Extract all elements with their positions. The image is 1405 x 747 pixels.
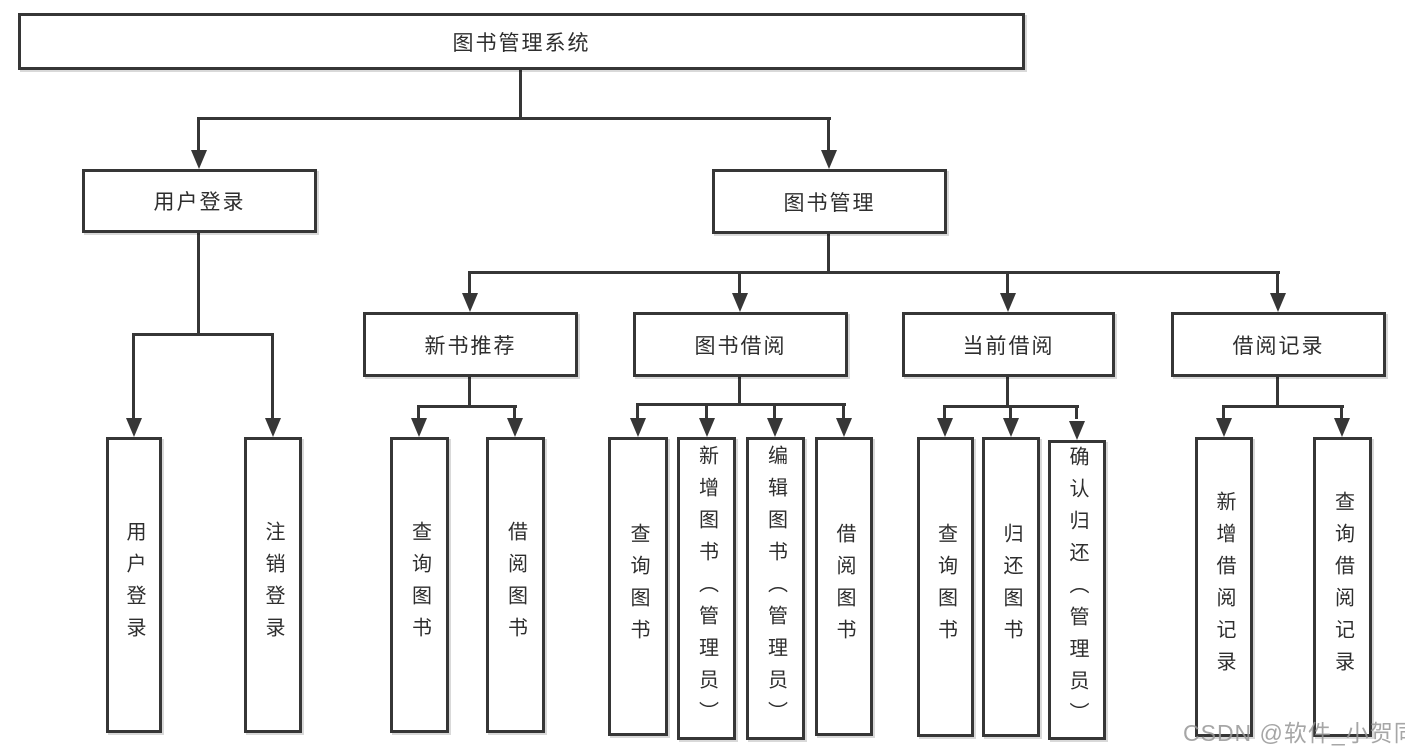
arrowhead-nbr-query — [411, 418, 427, 437]
leaf-bb-edit-book-admin: 编辑图书（管理员） — [746, 437, 805, 740]
connector-drop-bb-edit — [773, 403, 776, 419]
connector-drop-cb-confirm — [1075, 405, 1078, 419]
arrowhead-br-query — [1334, 418, 1350, 437]
leaf-nbr-query-books: 查询图书 — [390, 437, 449, 733]
connector-level3-bus — [468, 271, 1280, 274]
arrowhead-bb-borrow — [836, 418, 852, 437]
node-new-book-recommend: 新书推荐 — [363, 312, 578, 377]
leaf-nbr-borrow-books-label: 借阅图书 — [504, 521, 527, 649]
leaf-cb-query-books: 查询图书 — [917, 437, 974, 737]
connector-book-borrow-bus — [636, 403, 846, 406]
connector-root-stem — [519, 70, 522, 119]
node-new-book-recommend-label: 新书推荐 — [424, 334, 517, 358]
leaf-bb-add-book-admin-label: 新增图书（管理员） — [695, 444, 718, 733]
connector-drop-current-borrow — [1006, 271, 1009, 294]
leaf-br-query-record-label: 查询借阅记录 — [1331, 491, 1354, 683]
leaf-cb-query-books-label: 查询图书 — [934, 523, 957, 651]
node-book-management-label: 图书管理 — [783, 191, 876, 215]
connector-drop-cb-query — [943, 405, 946, 419]
arrowhead-bb-query — [630, 418, 646, 437]
connector-user-login-bus — [132, 333, 274, 336]
connector-drop-leaf-user-login — [132, 333, 135, 419]
arrowhead-bb-add — [699, 418, 715, 437]
connector-new-book-bus — [417, 405, 517, 408]
connector-drop-borrow-record — [1276, 271, 1279, 294]
arrowhead-user-login — [191, 150, 207, 169]
node-book-borrowing: 图书借阅 — [633, 312, 848, 377]
arrowhead-leaf-user-login — [126, 418, 142, 437]
node-user-login: 用户登录 — [82, 169, 317, 233]
node-borrowing-records-label: 借阅记录 — [1232, 334, 1325, 358]
arrowhead-book-mgmt — [821, 150, 837, 169]
connector-drop-br-add — [1222, 405, 1225, 419]
arrowhead-current-borrow — [1000, 293, 1016, 312]
leaf-user-login: 用户登录 — [106, 437, 162, 733]
node-book-management: 图书管理 — [712, 169, 947, 234]
leaf-br-query-record: 查询借阅记录 — [1313, 437, 1372, 737]
connector-user-login-stem — [197, 233, 200, 336]
arrowhead-bb-edit — [767, 418, 783, 437]
arrowhead-cb-confirm — [1069, 421, 1085, 440]
node-borrowing-records: 借阅记录 — [1171, 312, 1386, 377]
leaf-bb-query-books: 查询图书 — [608, 437, 668, 736]
node-root-label: 图书管理系统 — [452, 31, 591, 55]
connector-new-book-stem — [468, 377, 471, 407]
connector-drop-bb-add — [705, 403, 708, 419]
leaf-bb-borrow-books-label: 借阅图书 — [833, 522, 855, 651]
arrowhead-new-book — [462, 293, 478, 312]
arrowhead-nbr-borrow — [507, 418, 523, 437]
leaf-cb-return-book-label: 归还图书 — [1000, 523, 1022, 651]
leaf-cb-confirm-return-admin-label: 确认归还（管理员） — [1066, 446, 1088, 734]
leaf-nbr-query-books-label: 查询图书 — [408, 521, 431, 649]
connector-current-borrow-stem — [1006, 377, 1009, 407]
connector-borrow-record-bus — [1222, 405, 1344, 408]
leaf-user-login-label: 用户登录 — [123, 521, 145, 649]
arrowhead-borrow-record — [1270, 293, 1286, 312]
connector-drop-new-book — [468, 271, 471, 294]
arrowhead-br-add — [1216, 418, 1232, 437]
connector-book-borrow-stem — [738, 377, 741, 406]
leaf-br-add-record-label: 新增借阅记录 — [1213, 491, 1235, 683]
connector-level2-bus — [197, 117, 831, 120]
connector-book-mgmt-stem — [827, 234, 830, 274]
node-book-borrowing-label: 图书借阅 — [694, 334, 787, 358]
leaf-logout: 注销登录 — [244, 437, 302, 733]
connector-drop-leaf-logout — [271, 333, 274, 419]
node-user-login-label: 用户登录 — [153, 191, 246, 214]
leaf-br-add-record: 新增借阅记录 — [1195, 437, 1253, 737]
connector-drop-nbr-borrow — [513, 405, 516, 419]
leaf-cb-confirm-return-admin: 确认归还（管理员） — [1048, 440, 1106, 740]
leaf-bb-borrow-books: 借阅图书 — [815, 437, 873, 736]
csdn-watermark: CSDN @软件_小贺同学 — [1183, 720, 1405, 746]
connector-drop-bb-borrow — [842, 403, 845, 419]
node-current-borrowing-label: 当前借阅 — [962, 334, 1055, 358]
connector-drop-cb-return — [1009, 405, 1012, 419]
arrowhead-cb-query — [937, 418, 953, 437]
connector-drop-user-login — [197, 117, 200, 151]
leaf-bb-add-book-admin: 新增图书（管理员） — [677, 437, 736, 740]
leaf-nbr-borrow-books: 借阅图书 — [486, 437, 545, 733]
connector-borrow-record-stem — [1276, 377, 1279, 407]
leaf-bb-edit-book-admin-label: 编辑图书（管理员） — [764, 444, 787, 733]
node-root: 图书管理系统 — [18, 13, 1025, 70]
leaf-bb-query-books-label: 查询图书 — [627, 522, 649, 651]
connector-drop-bb-query — [636, 403, 639, 419]
connector-drop-br-query — [1340, 405, 1343, 419]
arrowhead-leaf-logout — [265, 418, 281, 437]
node-current-borrowing: 当前借阅 — [902, 312, 1115, 377]
connector-drop-book-borrow — [738, 271, 741, 294]
connector-drop-book-mgmt — [827, 117, 830, 151]
arrowhead-book-borrow — [732, 293, 748, 312]
arrowhead-cb-return — [1003, 418, 1019, 437]
leaf-logout-label: 注销登录 — [262, 521, 284, 649]
leaf-cb-return-book: 归还图书 — [982, 437, 1040, 737]
connector-drop-nbr-query — [417, 405, 420, 419]
